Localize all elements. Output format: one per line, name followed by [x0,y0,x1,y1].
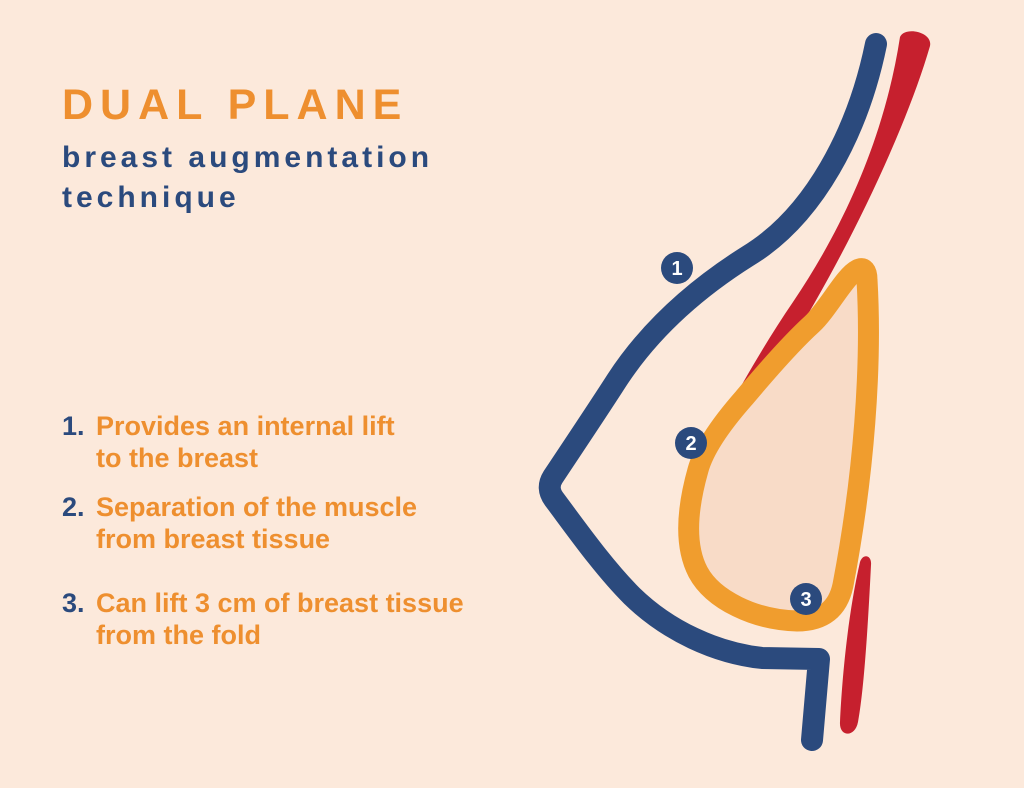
marker-3-circle [790,583,822,615]
list-item-number: 1. [62,411,85,441]
header: DUAL PLANE breast augmentation technique [62,84,433,218]
list-item: 2. Separation of the muscle from breast … [62,491,464,555]
marker-1-label: 1 [671,258,682,280]
list-item-text: Provides an internal lift to the breast [96,411,395,473]
muscle-lower-shape [839,556,872,734]
list-item: 1. Provides an internal lift to the brea… [62,410,464,474]
list-item-number: 3. [62,588,85,618]
marker-1-circle [661,252,693,284]
implant-shape [678,258,879,632]
marker-2-circle [675,427,707,459]
marker-1-badge: 1 [661,252,693,284]
page-subtitle: breast augmentation technique [62,141,434,214]
list-item-text: Can lift 3 cm of breast tissue from the … [96,588,464,650]
list-item-number: 2. [62,492,85,522]
marker-3-badge: 3 [790,583,822,615]
list-item-text: Separation of the muscle from breast tis… [96,492,418,554]
skin-outline-path [538,33,887,751]
page-title: DUAL PLANE [62,81,409,129]
marker-2-label: 2 [685,433,696,455]
marker-2-badge: 2 [675,427,707,459]
list-item: 3. Can lift 3 cm of breast tissue from t… [62,587,464,651]
technique-benefits-list: 1. Provides an internal lift to the brea… [62,410,464,651]
marker-3-label: 3 [800,589,811,611]
